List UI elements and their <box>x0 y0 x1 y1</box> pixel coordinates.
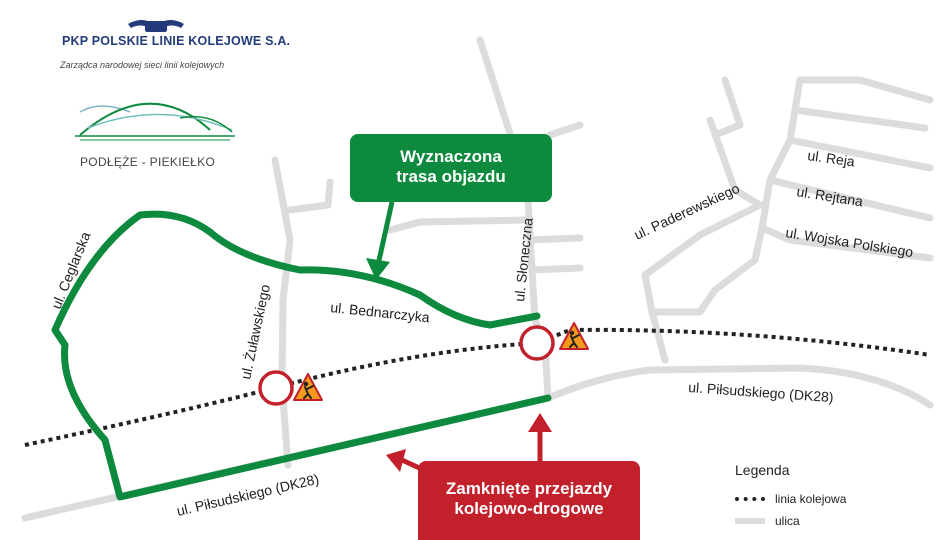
label-pilsudskiego-east: ul. Piłsudskiego (DK28) <box>688 379 834 405</box>
closed-callout-line2: kolejowo-drogowe <box>454 499 604 519</box>
street-sloneczna-spur-1 <box>526 234 584 244</box>
legend-street-label: ulica <box>775 514 800 528</box>
street-paderewskiego-south <box>648 308 669 364</box>
street-reja <box>786 136 934 172</box>
company-tagline: Zarządca narodowej sieci linii kolejowyc… <box>60 60 225 70</box>
street-zulawskiego-spur <box>286 178 334 214</box>
legend-rail-label: linia kolejowa <box>775 492 847 506</box>
detour-callout-line2: trasa objazdu <box>396 167 506 187</box>
street-northeast-branch <box>706 116 764 209</box>
label-bednarczyka: ul. Bednarczyka <box>330 299 431 325</box>
detour-callout-line1: Wyznaczona <box>400 147 502 166</box>
street-northeast-spur <box>711 76 744 139</box>
street-east-middle <box>791 106 929 132</box>
street-paderewskiego-loop <box>641 256 759 316</box>
roadwork-warning-icon <box>559 322 589 350</box>
legend-row-rail: linia kolejowa <box>735 488 915 510</box>
street-zulawskiego <box>271 156 294 469</box>
closed-crossings-callout: Zamknięte przejazdy kolejowo-drogowe <box>418 461 640 540</box>
railway-line <box>24 327 931 447</box>
project-graphic-icon <box>75 102 235 141</box>
plk-logo-icon <box>128 20 184 32</box>
detour-route <box>51 210 552 501</box>
detour-arrow <box>366 201 395 280</box>
label-wojska-polskiego: ul. Wojska Polskiego <box>785 224 915 260</box>
rail-swatch-icon <box>735 497 765 501</box>
street-wojska-polskiego <box>758 224 934 262</box>
street-north-spur <box>546 121 584 139</box>
street-paderewskiego <box>641 201 764 279</box>
street-swatch-icon <box>735 518 765 524</box>
street-network <box>21 36 934 522</box>
closure-marker-zulawskiego <box>258 370 323 406</box>
company-name: PKP POLSKIE LINIE KOLEJOWE S.A. <box>62 34 291 48</box>
circle-ring-icon <box>519 325 555 361</box>
street-rejtana <box>766 176 934 222</box>
legend: Legenda linia kolejowa ulica <box>735 462 915 532</box>
roadwork-warning-icon <box>293 373 323 401</box>
street-east-vertical <box>751 76 804 264</box>
closure-marker-sloneczna <box>519 322 589 361</box>
label-reja: ul. Reja <box>807 147 856 169</box>
street-east-top <box>796 76 934 104</box>
closure-arrow-up <box>528 413 552 461</box>
detour-callout: Wyznaczona trasa objazdu <box>350 134 552 202</box>
label-zulawskiego: ul. Żuławskiego <box>236 282 273 380</box>
project-name: PODŁĘŻE - PIEKIEŁKO <box>80 155 216 169</box>
street-pilsudskiego-east <box>544 364 934 409</box>
legend-row-street: ulica <box>735 510 915 532</box>
label-paderewskiego: ul. Paderewskiego <box>632 180 743 243</box>
circle-ring-icon <box>258 370 294 406</box>
street-sloneczna-spur-3 <box>386 216 532 234</box>
closed-callout-line1: Zamknięte przejazdy <box>445 479 613 498</box>
label-rejtana: ul. Rejtana <box>796 183 865 209</box>
legend-title: Legenda <box>735 462 790 478</box>
street-sloneczna-spur-2 <box>528 264 584 274</box>
